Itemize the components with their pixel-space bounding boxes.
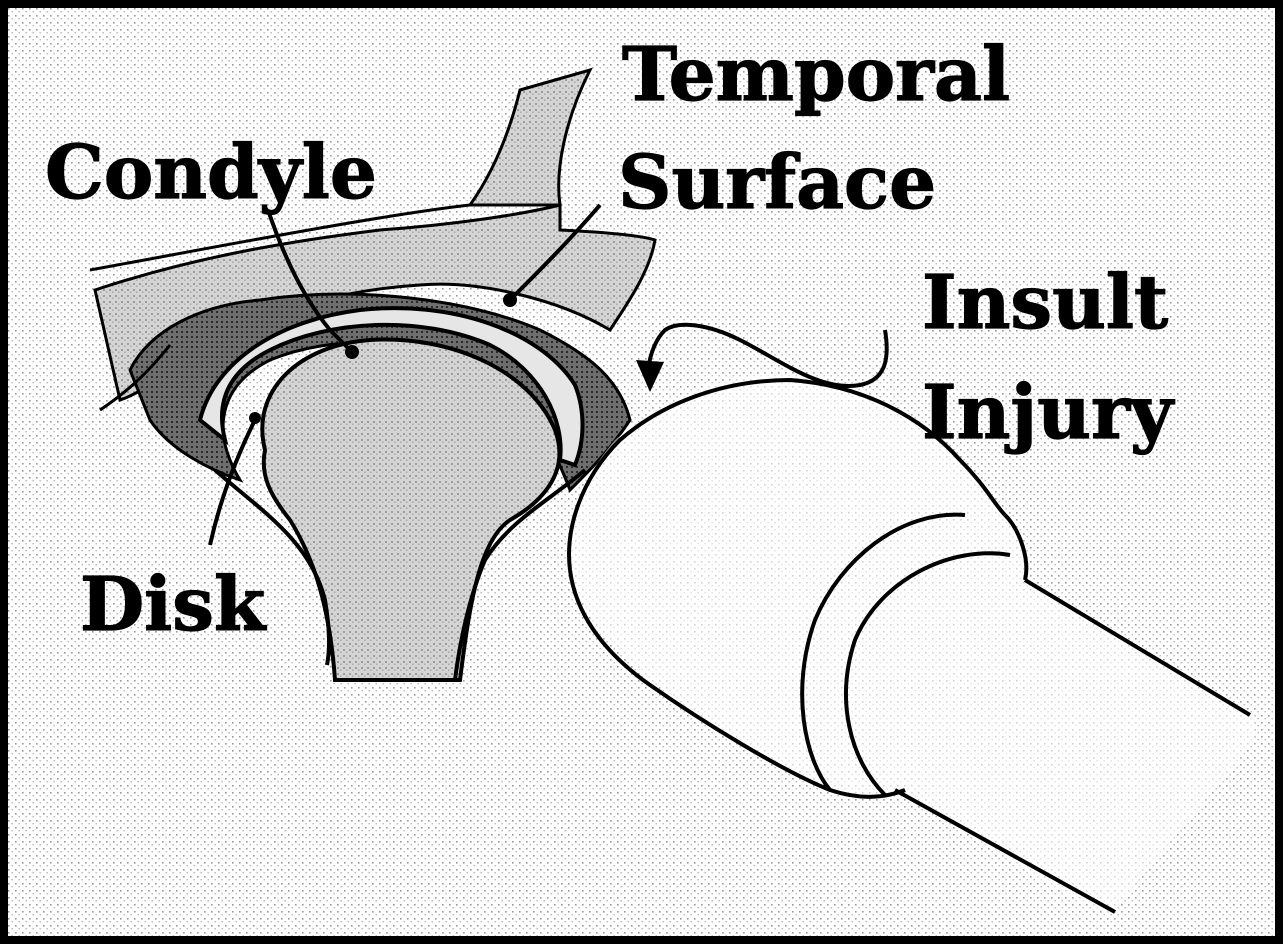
temporal-leader-dot xyxy=(503,293,517,307)
disk-leader-dot xyxy=(249,412,261,424)
label-insult: Insult xyxy=(922,260,1168,346)
label-injury: Injury xyxy=(922,370,1175,456)
label-surface: Surface xyxy=(618,140,936,226)
label-disk: Disk xyxy=(80,562,267,648)
label-temporal: Temporal xyxy=(622,32,1010,118)
condyle-leader-dot xyxy=(345,345,359,359)
label-condyle: Condyle xyxy=(45,130,377,216)
